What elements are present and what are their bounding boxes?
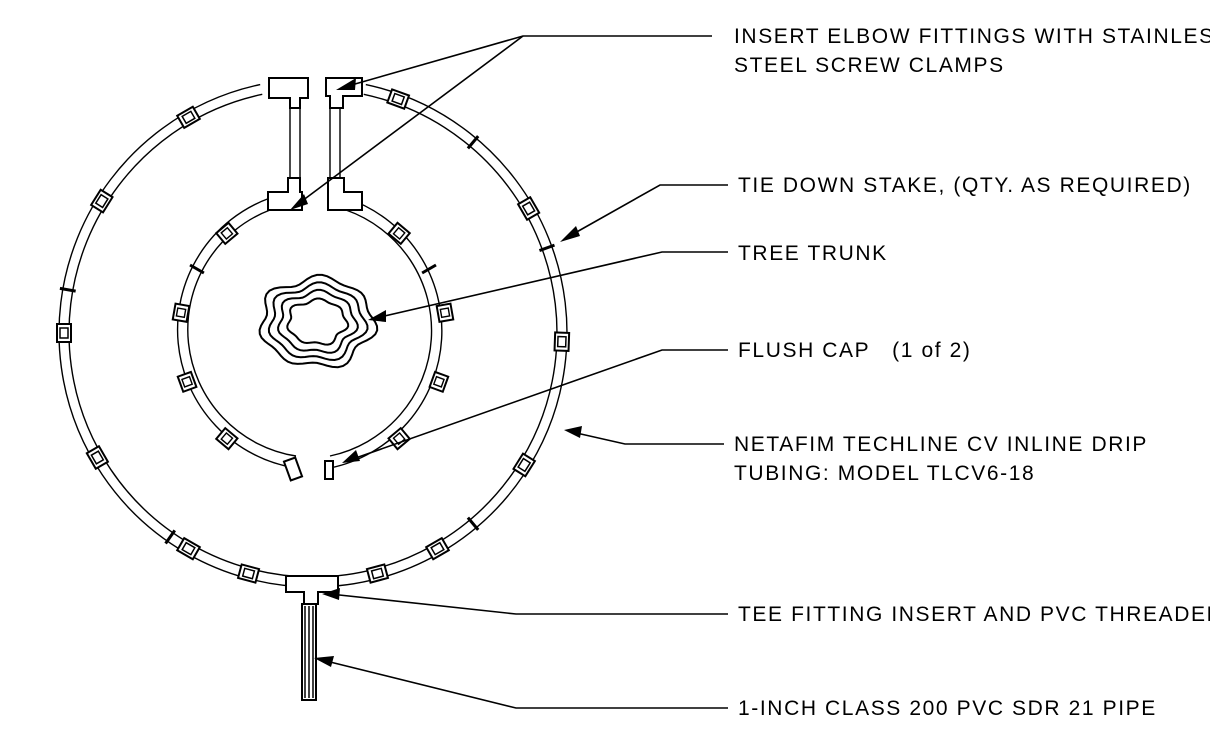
riser-tubing-left	[289, 98, 301, 180]
callout-trunk: TREE TRUNK	[738, 242, 888, 265]
elbow-fitting-top-right	[325, 77, 363, 109]
emitter	[89, 188, 114, 214]
flush-cap-right	[324, 460, 334, 480]
callout-elbow-line2: STEEL SCREW CLAMPS	[734, 54, 1005, 77]
callout-flush-cap: FLUSH CAP (1 of 2)	[738, 339, 972, 362]
flush-cap-left	[282, 456, 304, 482]
callout-stake: TIE DOWN STAKE, (QTY. AS REQUIRED)	[738, 174, 1192, 197]
emitter	[428, 370, 450, 394]
emitter	[214, 426, 239, 451]
pvc-pipe	[301, 603, 317, 701]
emitter	[214, 221, 239, 246]
leader-flush-cap	[342, 349, 728, 463]
emitter	[387, 221, 412, 246]
emitter	[175, 536, 202, 561]
emitter	[424, 536, 451, 561]
emitter	[56, 323, 72, 343]
leader-tee	[322, 588, 728, 615]
leader-trunk	[368, 251, 728, 322]
emitter	[175, 105, 202, 130]
outer-ring-tubing	[58, 83, 568, 588]
emitter-marks	[56, 88, 571, 584]
tie-down-stake	[189, 263, 205, 275]
leader-stake	[560, 184, 728, 242]
tie-down-stake	[59, 286, 76, 293]
emitter	[386, 88, 411, 110]
emitter	[176, 370, 198, 394]
callout-pipe: 1-INCH CLASS 200 PVC SDR 21 PIPE	[738, 697, 1157, 720]
leader-elbow	[290, 35, 712, 210]
callout-elbow-line1: INSERT ELBOW FITTINGS WITH STAINLESS	[734, 25, 1210, 48]
leader-tubing	[564, 426, 724, 445]
callout-tubing-line2: TUBING: MODEL TLCV6-18	[734, 462, 1035, 485]
emitter	[516, 195, 541, 222]
elbow-fitting-top-left	[268, 77, 309, 109]
callout-tubing-line1: NETAFIM TECHLINE CV INLINE DRIP	[734, 433, 1148, 456]
emitter	[85, 444, 110, 471]
callout-tee: TEE FITTING INSERT AND PVC THREADED	[738, 603, 1210, 626]
tie-down-stake	[164, 529, 176, 545]
emitter	[236, 563, 261, 584]
emitter	[553, 331, 571, 352]
emitter	[171, 302, 191, 323]
emitter	[512, 452, 537, 478]
riser-tubing-right	[329, 98, 341, 180]
tie-down-stake	[538, 243, 556, 252]
emitter	[365, 563, 390, 584]
tie-down-stake	[421, 263, 437, 275]
tee-fitting	[285, 575, 339, 605]
leader-pipe	[314, 656, 728, 709]
tie-down-stake	[466, 516, 480, 531]
tree-trunk	[258, 273, 379, 369]
tie-down-stake	[466, 135, 480, 150]
emitter	[435, 302, 455, 323]
elbow-fitting-bottom-right	[327, 177, 363, 211]
elbow-fitting-bottom-left	[267, 177, 303, 211]
